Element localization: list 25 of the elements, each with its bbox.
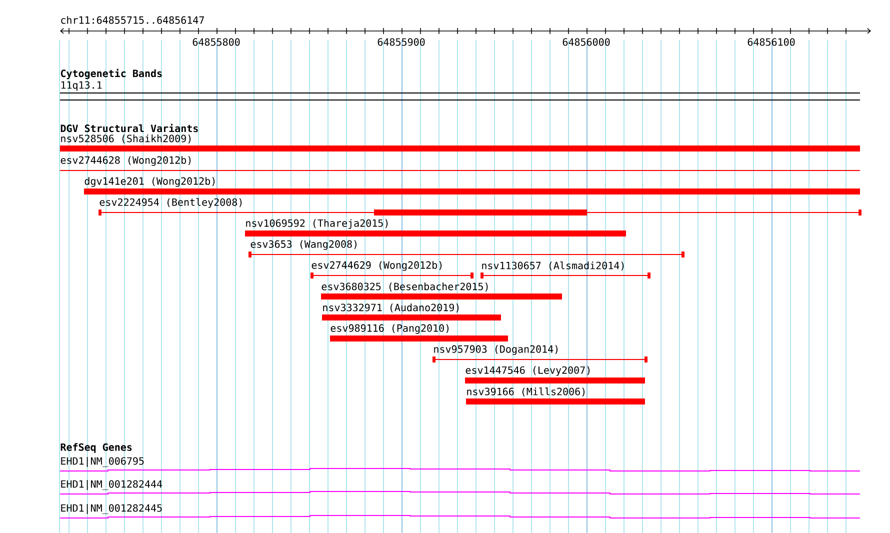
tick-label: 64856100 [748, 38, 795, 46]
band-label: 11q13.1 [61, 81, 102, 91]
variant-label: nsv1130657 (Alsmadi2014) [482, 262, 624, 270]
track-title: DGV Structural Variants [60, 124, 198, 132]
gene-label: EHD1|NM_006795 [61, 456, 144, 467]
variant-label: esv2744629 (Wong2012b) [312, 261, 442, 271]
track-title: RefSeq Genes [60, 443, 132, 453]
coordinate-label: chr11:64855715..64856147 [61, 16, 204, 24]
variant-label: esv1447546 (Levy2007) [466, 366, 590, 376]
variant-label: dgv141e201 (Wong2012b) [84, 177, 215, 187]
variant-label: esv2744628 (Wong2012b) [60, 156, 191, 166]
variant-label: esv989116 (Pang2010) [330, 324, 449, 334]
tick-label: 64855900 [378, 38, 425, 46]
variant-label: esv3680325 (Besenbacher2015) [322, 282, 488, 292]
gene-label: EHD1|NM_001282445 [61, 504, 162, 514]
tick-label: 64856000 [562, 38, 610, 46]
variant-label: nsv3332971 (Audano2019) [323, 304, 459, 312]
variant-label: nsv1069592 (Thareja2015) [246, 219, 388, 229]
variant-label: nsv528506 (Shaikh2009) [61, 134, 191, 144]
variant-label: esv3653 (Wang2008) [250, 240, 356, 250]
variant-label: nsv957903 (Dogan2014) [434, 345, 558, 355]
variant-label: nsv39166 (Mills2006) [467, 388, 585, 396]
gene-label: EHD1|NM_001282444 [61, 480, 162, 490]
variant-label: esv2224954 (Bentley2008) [100, 198, 242, 208]
tick-label: 64855800 [192, 38, 240, 46]
